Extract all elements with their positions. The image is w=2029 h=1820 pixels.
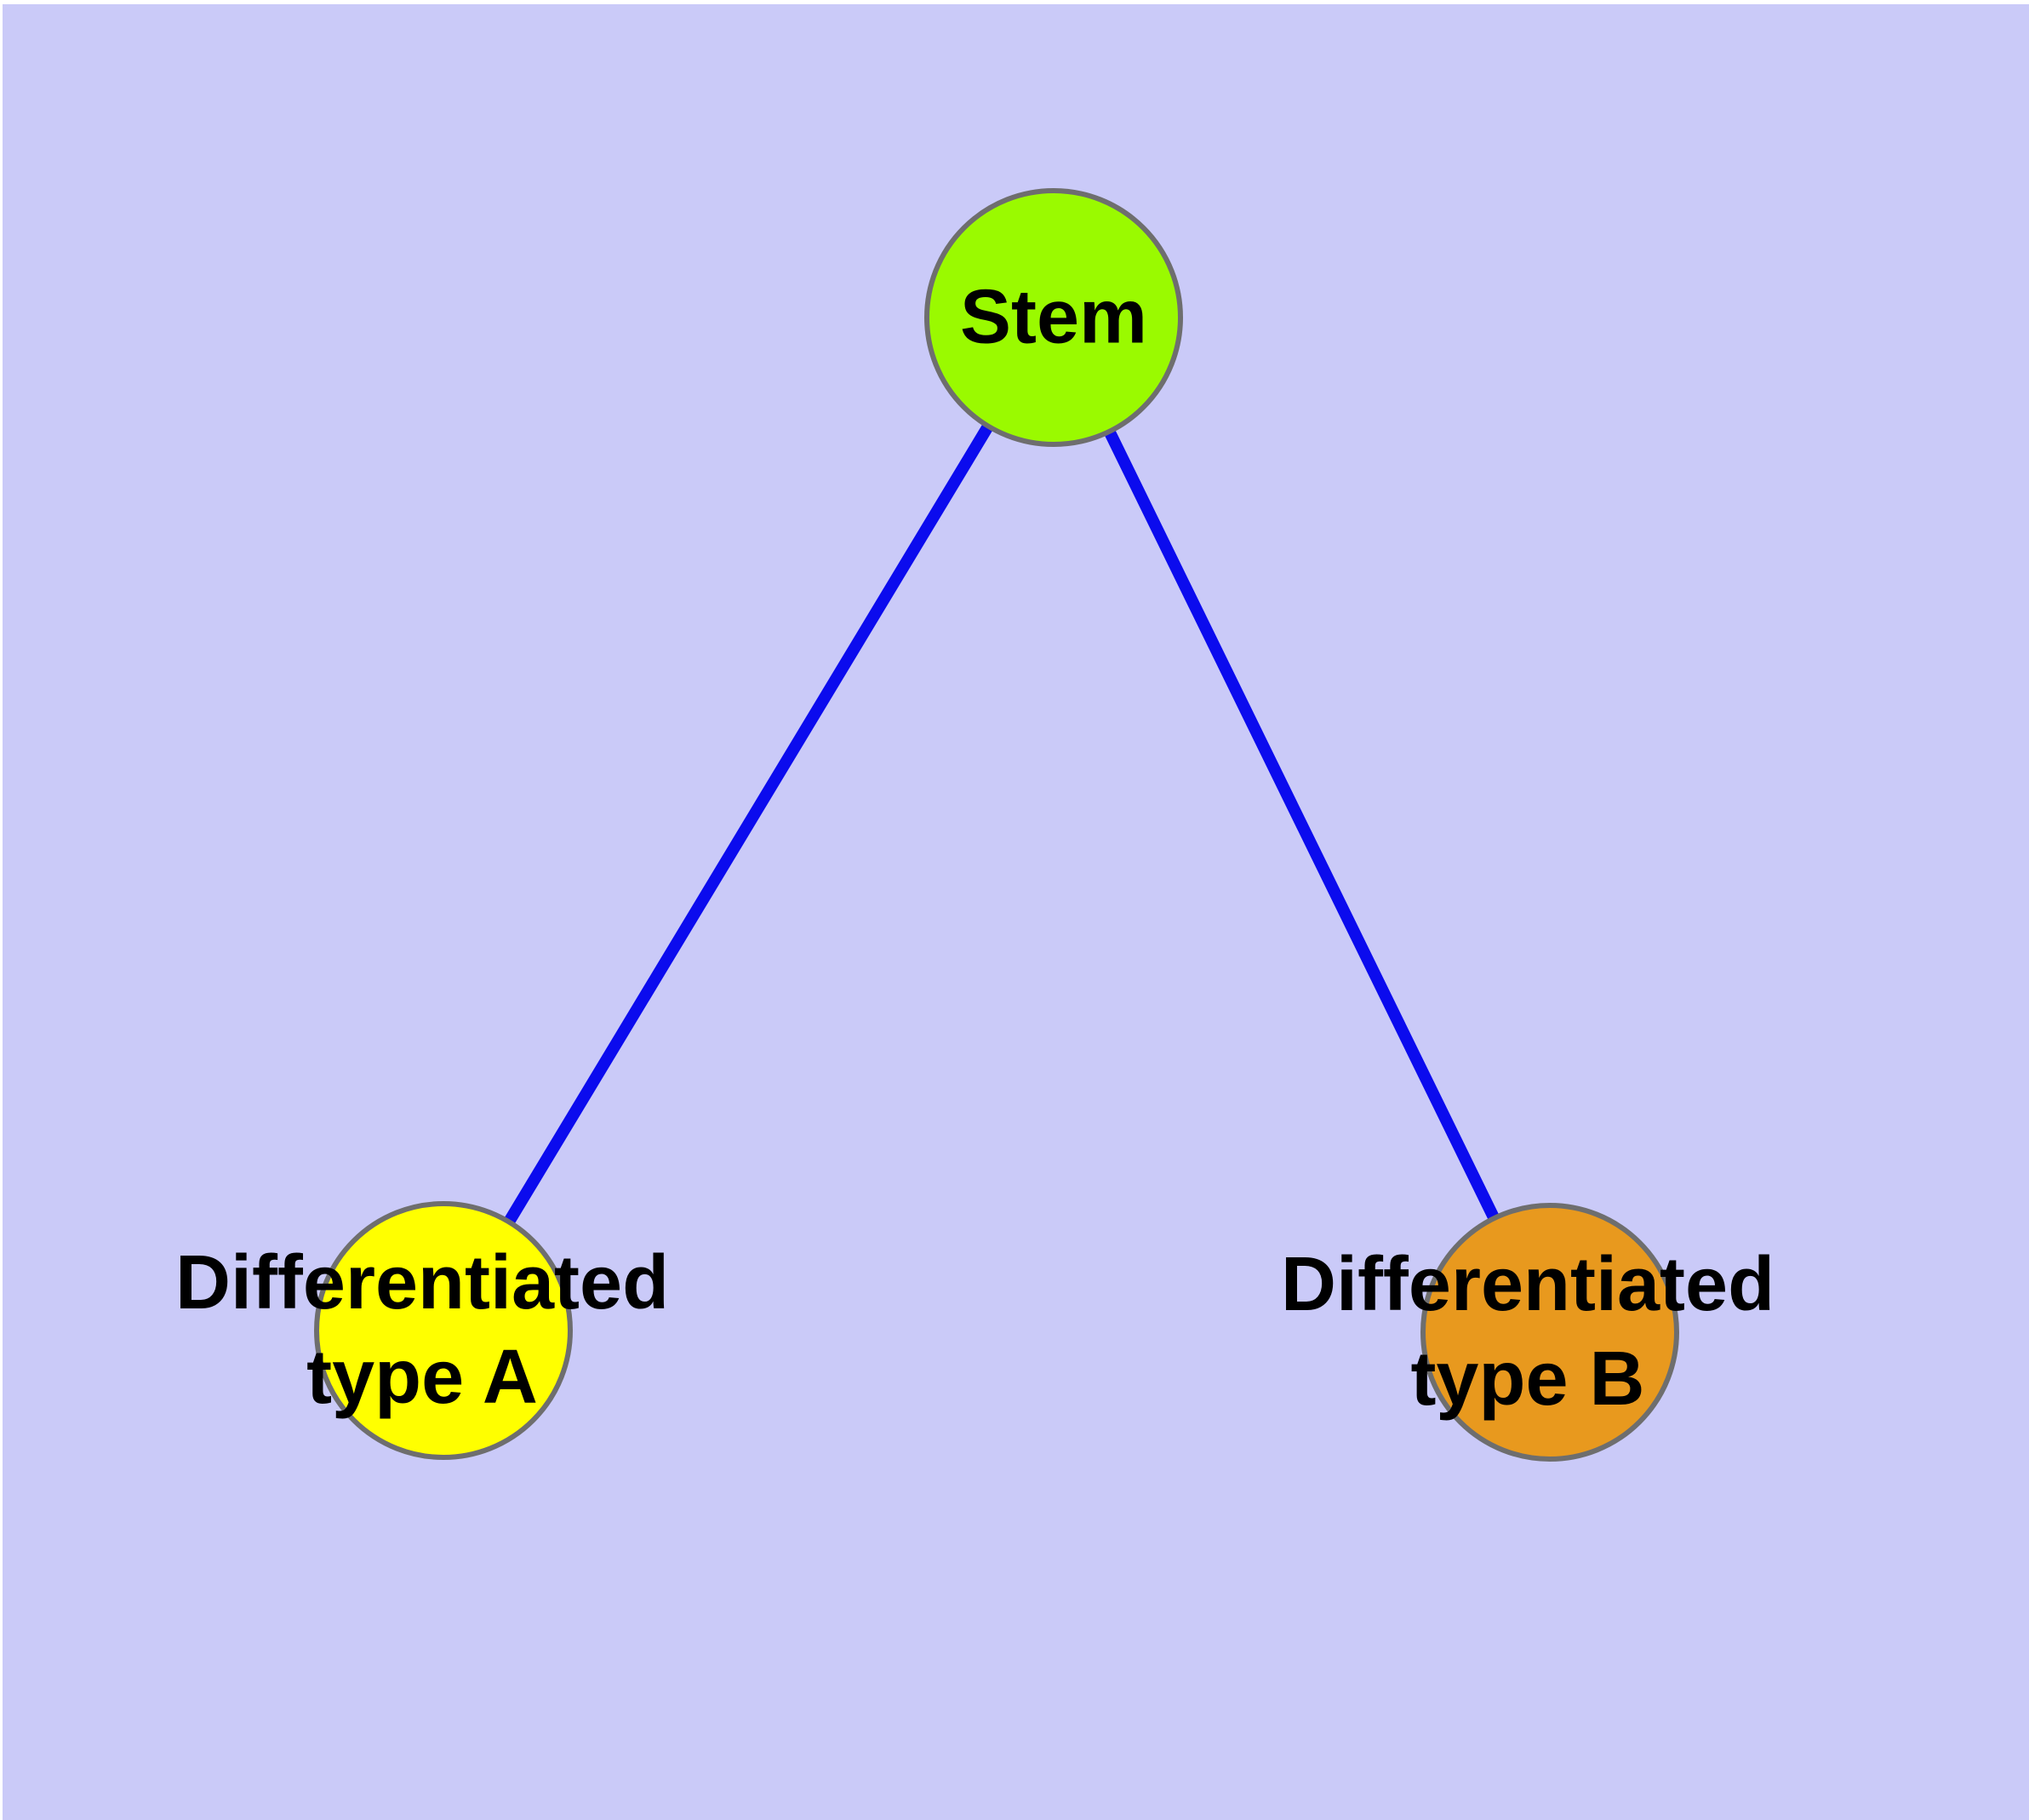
edge-stem-to-type-a [438, 314, 1059, 1334]
node-differentiated-type-a [314, 1201, 573, 1460]
node-stem-label-line1: Stem [959, 274, 1148, 360]
node-type-b-label-line2: type B [1410, 1336, 1645, 1422]
node-differentiated-type-b [1420, 1203, 1679, 1462]
node-differentiated-type-b-label: Differentiated type B [1281, 1238, 1775, 1427]
node-differentiated-type-a-label: Differentiated type A [175, 1236, 669, 1425]
node-type-a-label-line1: Differentiated [174, 1240, 670, 1325]
node-type-a-label-line2: type A [306, 1335, 538, 1420]
node-stem-label: Stem [960, 271, 1147, 365]
edge-stem-to-type-b [1048, 314, 1556, 1336]
node-type-b-label-line1: Differentiated [1280, 1242, 1775, 1327]
node-stem [924, 188, 1183, 447]
